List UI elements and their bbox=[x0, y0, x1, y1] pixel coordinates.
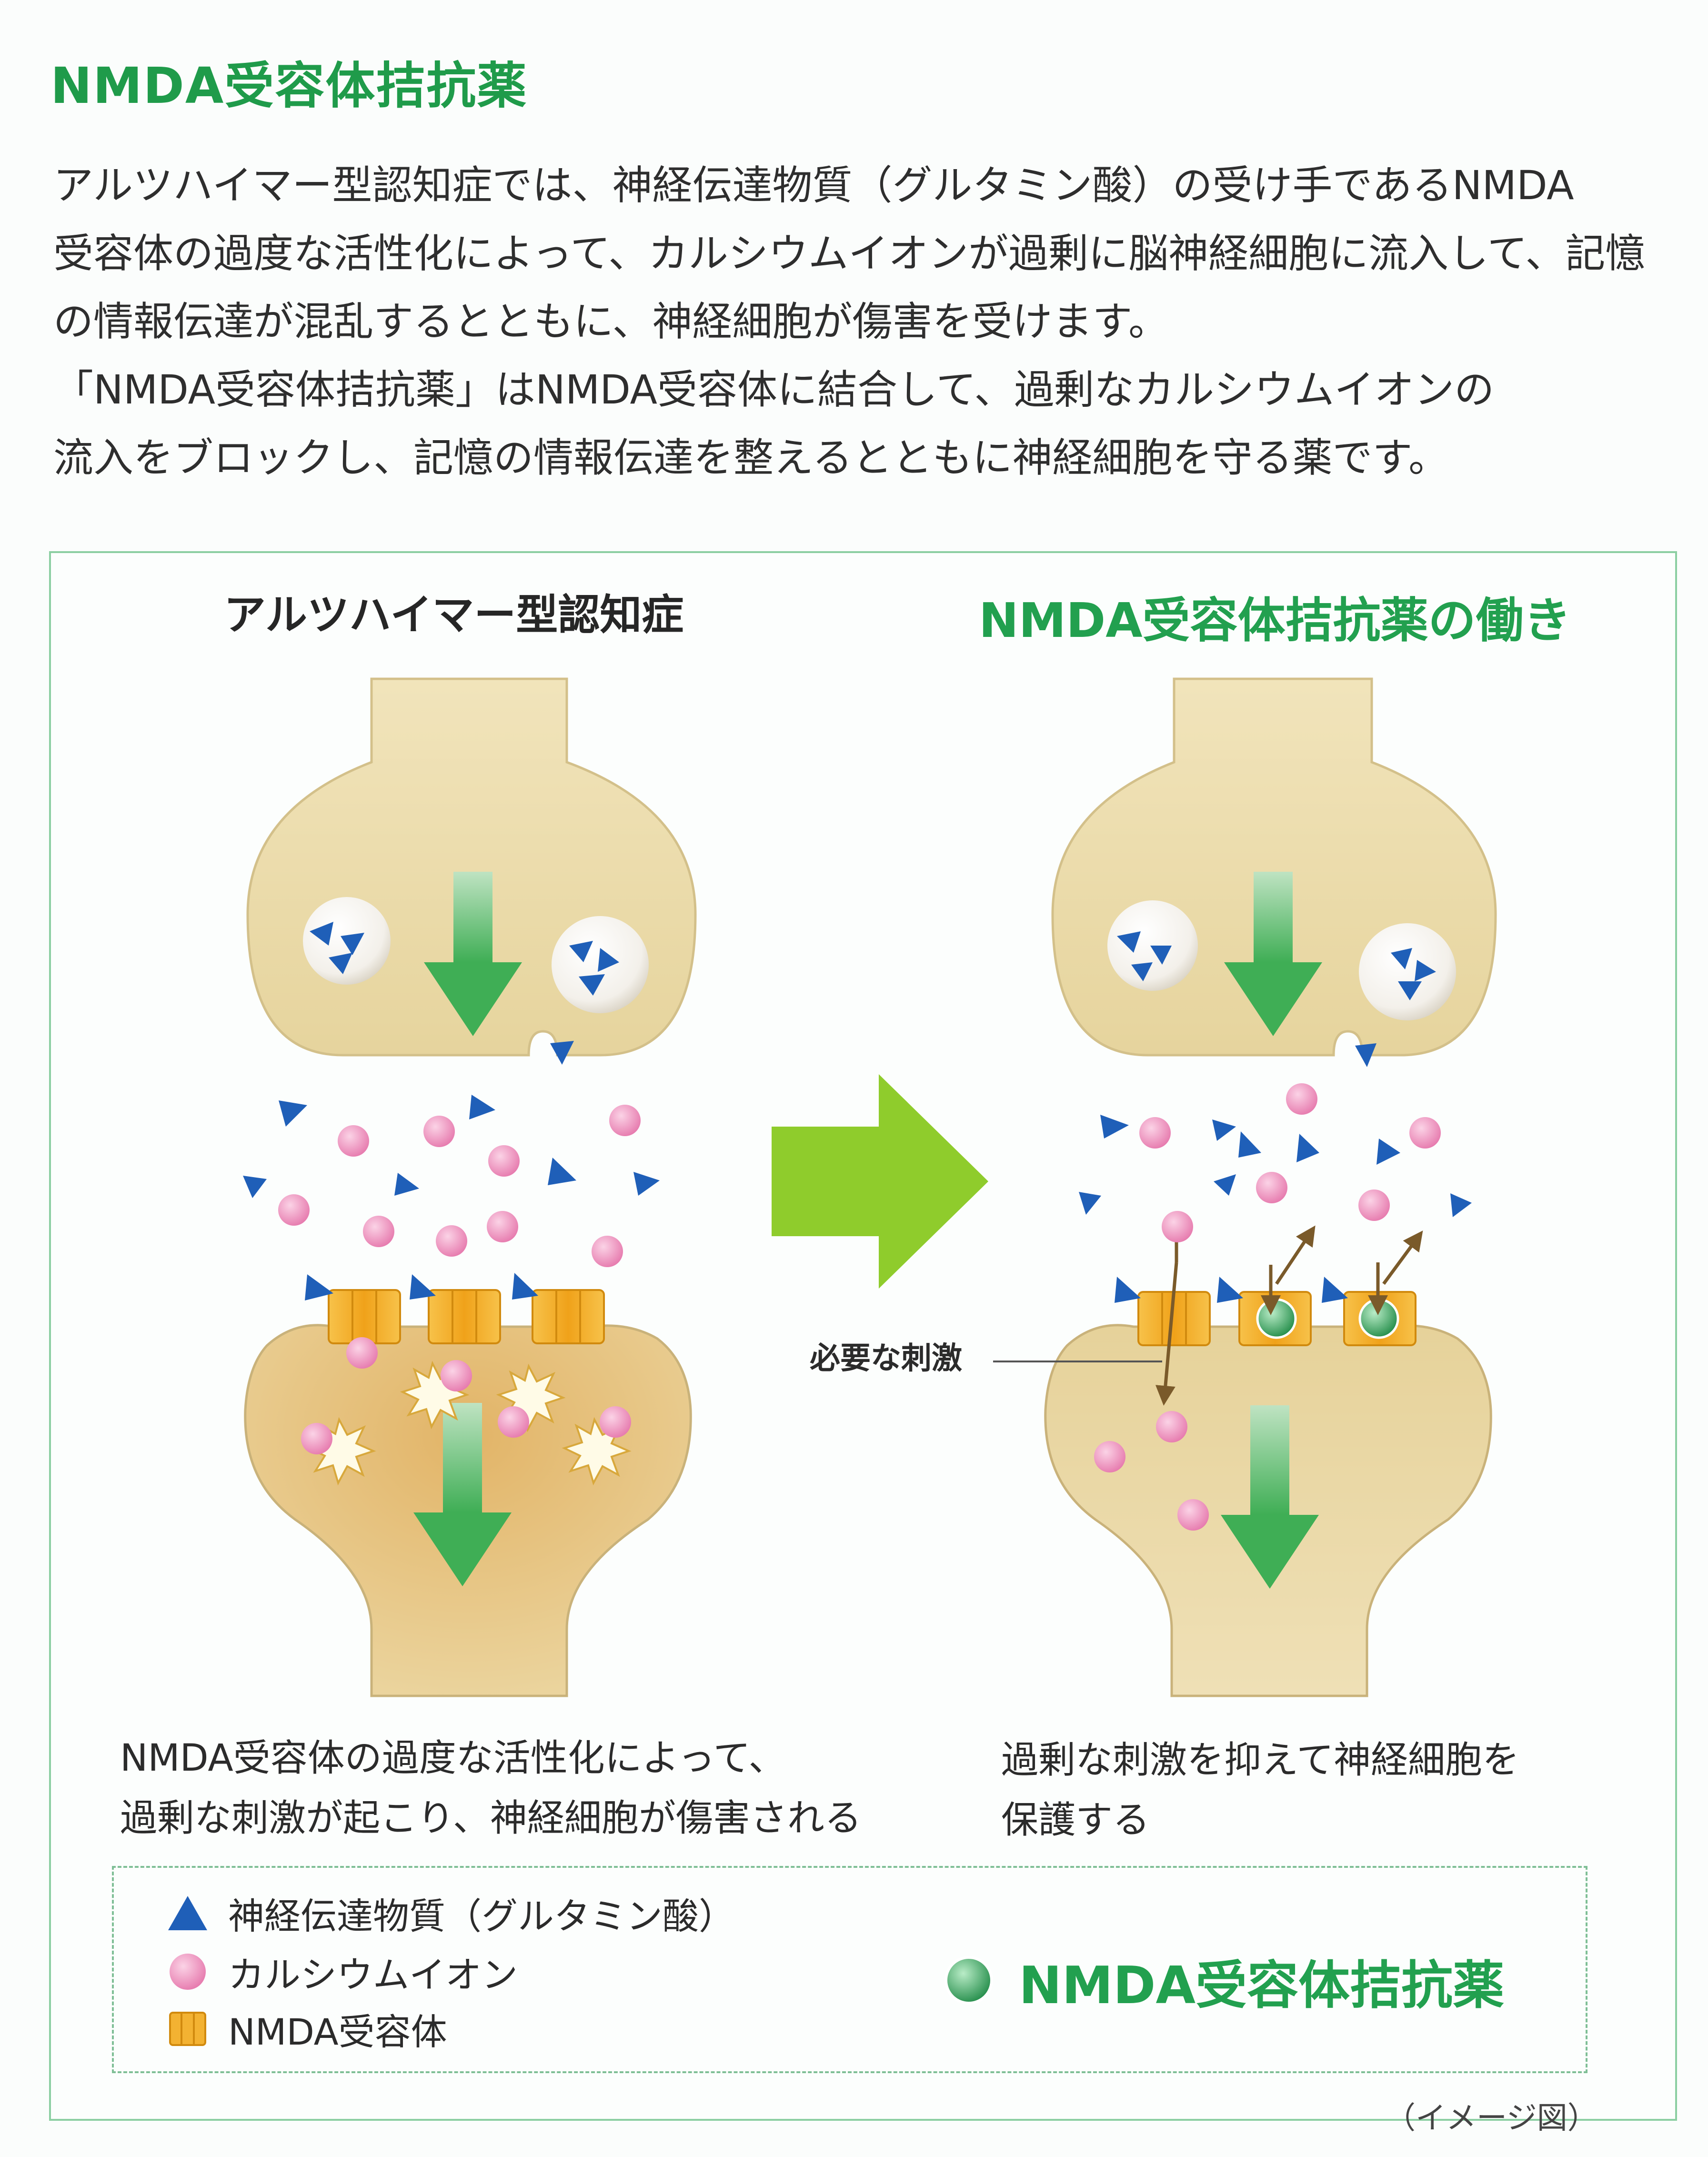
arrow-down-icon bbox=[1221, 1405, 1319, 1589]
left-glutamate-molecules bbox=[243, 922, 660, 1300]
caption-line: NMDA受容体の過度な活性化によって、 bbox=[120, 1737, 786, 1780]
caption-line: 過剰な刺激が起こり、神経細胞が傷害される bbox=[120, 1797, 862, 1840]
intro-para2: 「NMDA受容体拮抗薬」はNMDA受容体に結合して、過剰なカルシウムイオンの 流… bbox=[53, 356, 1687, 492]
intro-line: 流入をブロックし、記憶の情報伝達を整えるとともに神経細胞を守る薬です。 bbox=[53, 434, 1449, 481]
spark-icons bbox=[306, 1361, 632, 1486]
intro-line: 受容体の過度な活性化によって、カルシウムイオンが過剰に脳神経細胞に流入して、記憶 bbox=[53, 230, 1646, 277]
receptor-icon bbox=[1238, 1291, 1312, 1346]
drug-sphere-icon bbox=[1256, 1298, 1297, 1339]
intro-text: アルツハイマー型認知症では、神経伝達物質（グルタミン酸）の受け手であるNMDA … bbox=[53, 151, 1687, 492]
legend-box: 神経伝達物質（グルタミン酸） カルシウムイオン NMDA受容体 NMDA受容体拮… bbox=[112, 1866, 1587, 2073]
right-panel-title: NMDA受容体拮抗薬の働き bbox=[979, 593, 1571, 648]
arrow-down-icon bbox=[1224, 872, 1322, 1036]
legend-label: 神経伝達物質（グルタミン酸） bbox=[228, 1895, 735, 1937]
receptor-icon bbox=[428, 1289, 501, 1344]
receptor-icon bbox=[1343, 1291, 1417, 1346]
intro-para1: アルツハイマー型認知症では、神経伝達物質（グルタミン酸）の受け手であるNMDA … bbox=[53, 151, 1687, 356]
right-glutamate-molecules bbox=[1079, 931, 1472, 1303]
right-receptors bbox=[1137, 1291, 1417, 1346]
legend-item-neurotransmitter: 神経伝達物質（グルタミン酸） bbox=[161, 1887, 735, 1939]
legend-item-drug: NMDA受容体拮抗薬 bbox=[943, 1944, 1504, 2018]
triangle-icon bbox=[161, 1894, 214, 1932]
drug-sphere-icon bbox=[943, 1954, 995, 2008]
left-calcium-ions bbox=[278, 1105, 641, 1454]
caption-line: 保護する bbox=[1001, 1799, 1150, 1842]
intro-line: の情報伝達が混乱するとともに、神経細胞が傷害を受けます。 bbox=[53, 298, 1169, 345]
arrow-down-icon bbox=[413, 1403, 512, 1586]
caption-line: 過剰な刺激を抑えて神経細胞を bbox=[1001, 1739, 1520, 1782]
arrow-down-icon bbox=[424, 872, 522, 1036]
receptor-icon bbox=[532, 1289, 605, 1344]
left-caption: NMDA受容体の過度な活性化によって、 過剰な刺激が起こり、神経細胞が傷害される bbox=[120, 1728, 862, 1848]
left-receptors bbox=[328, 1289, 605, 1344]
stimulus-label: 必要な刺激 bbox=[810, 1341, 962, 1376]
legend-label: カルシウムイオン bbox=[228, 1954, 518, 1996]
right-calcium-ions bbox=[1094, 1083, 1441, 1531]
legend-label: NMDA受容体拮抗薬 bbox=[1019, 1956, 1505, 2016]
intro-line: アルツハイマー型認知症では、神経伝達物質（グルタミン酸）の受け手であるNMDA bbox=[53, 162, 1574, 209]
intro-line: 「NMDA受容体拮抗薬」はNMDA受容体に結合して、過剰なカルシウムイオンの bbox=[53, 366, 1495, 413]
page-heading: NMDA受容体拮抗薬 bbox=[50, 57, 528, 115]
circle-icon bbox=[161, 1950, 214, 1993]
right-caption: 過剰な刺激を抑えて神経細胞を 保護する bbox=[1001, 1730, 1519, 1850]
receptor-icon bbox=[161, 2010, 214, 2048]
receptor-icon bbox=[328, 1289, 401, 1344]
left-panel-title: アルツハイマー型認知症 bbox=[224, 590, 684, 639]
legend-label: NMDA受容体 bbox=[228, 2011, 447, 2053]
legend-item-receptor: NMDA受容体 bbox=[161, 2003, 447, 2055]
arrow-right-icon bbox=[772, 1074, 988, 1289]
image-note: （イメージ図） bbox=[1385, 2101, 1598, 2136]
legend-item-calcium: カルシウムイオン bbox=[161, 1945, 518, 1998]
